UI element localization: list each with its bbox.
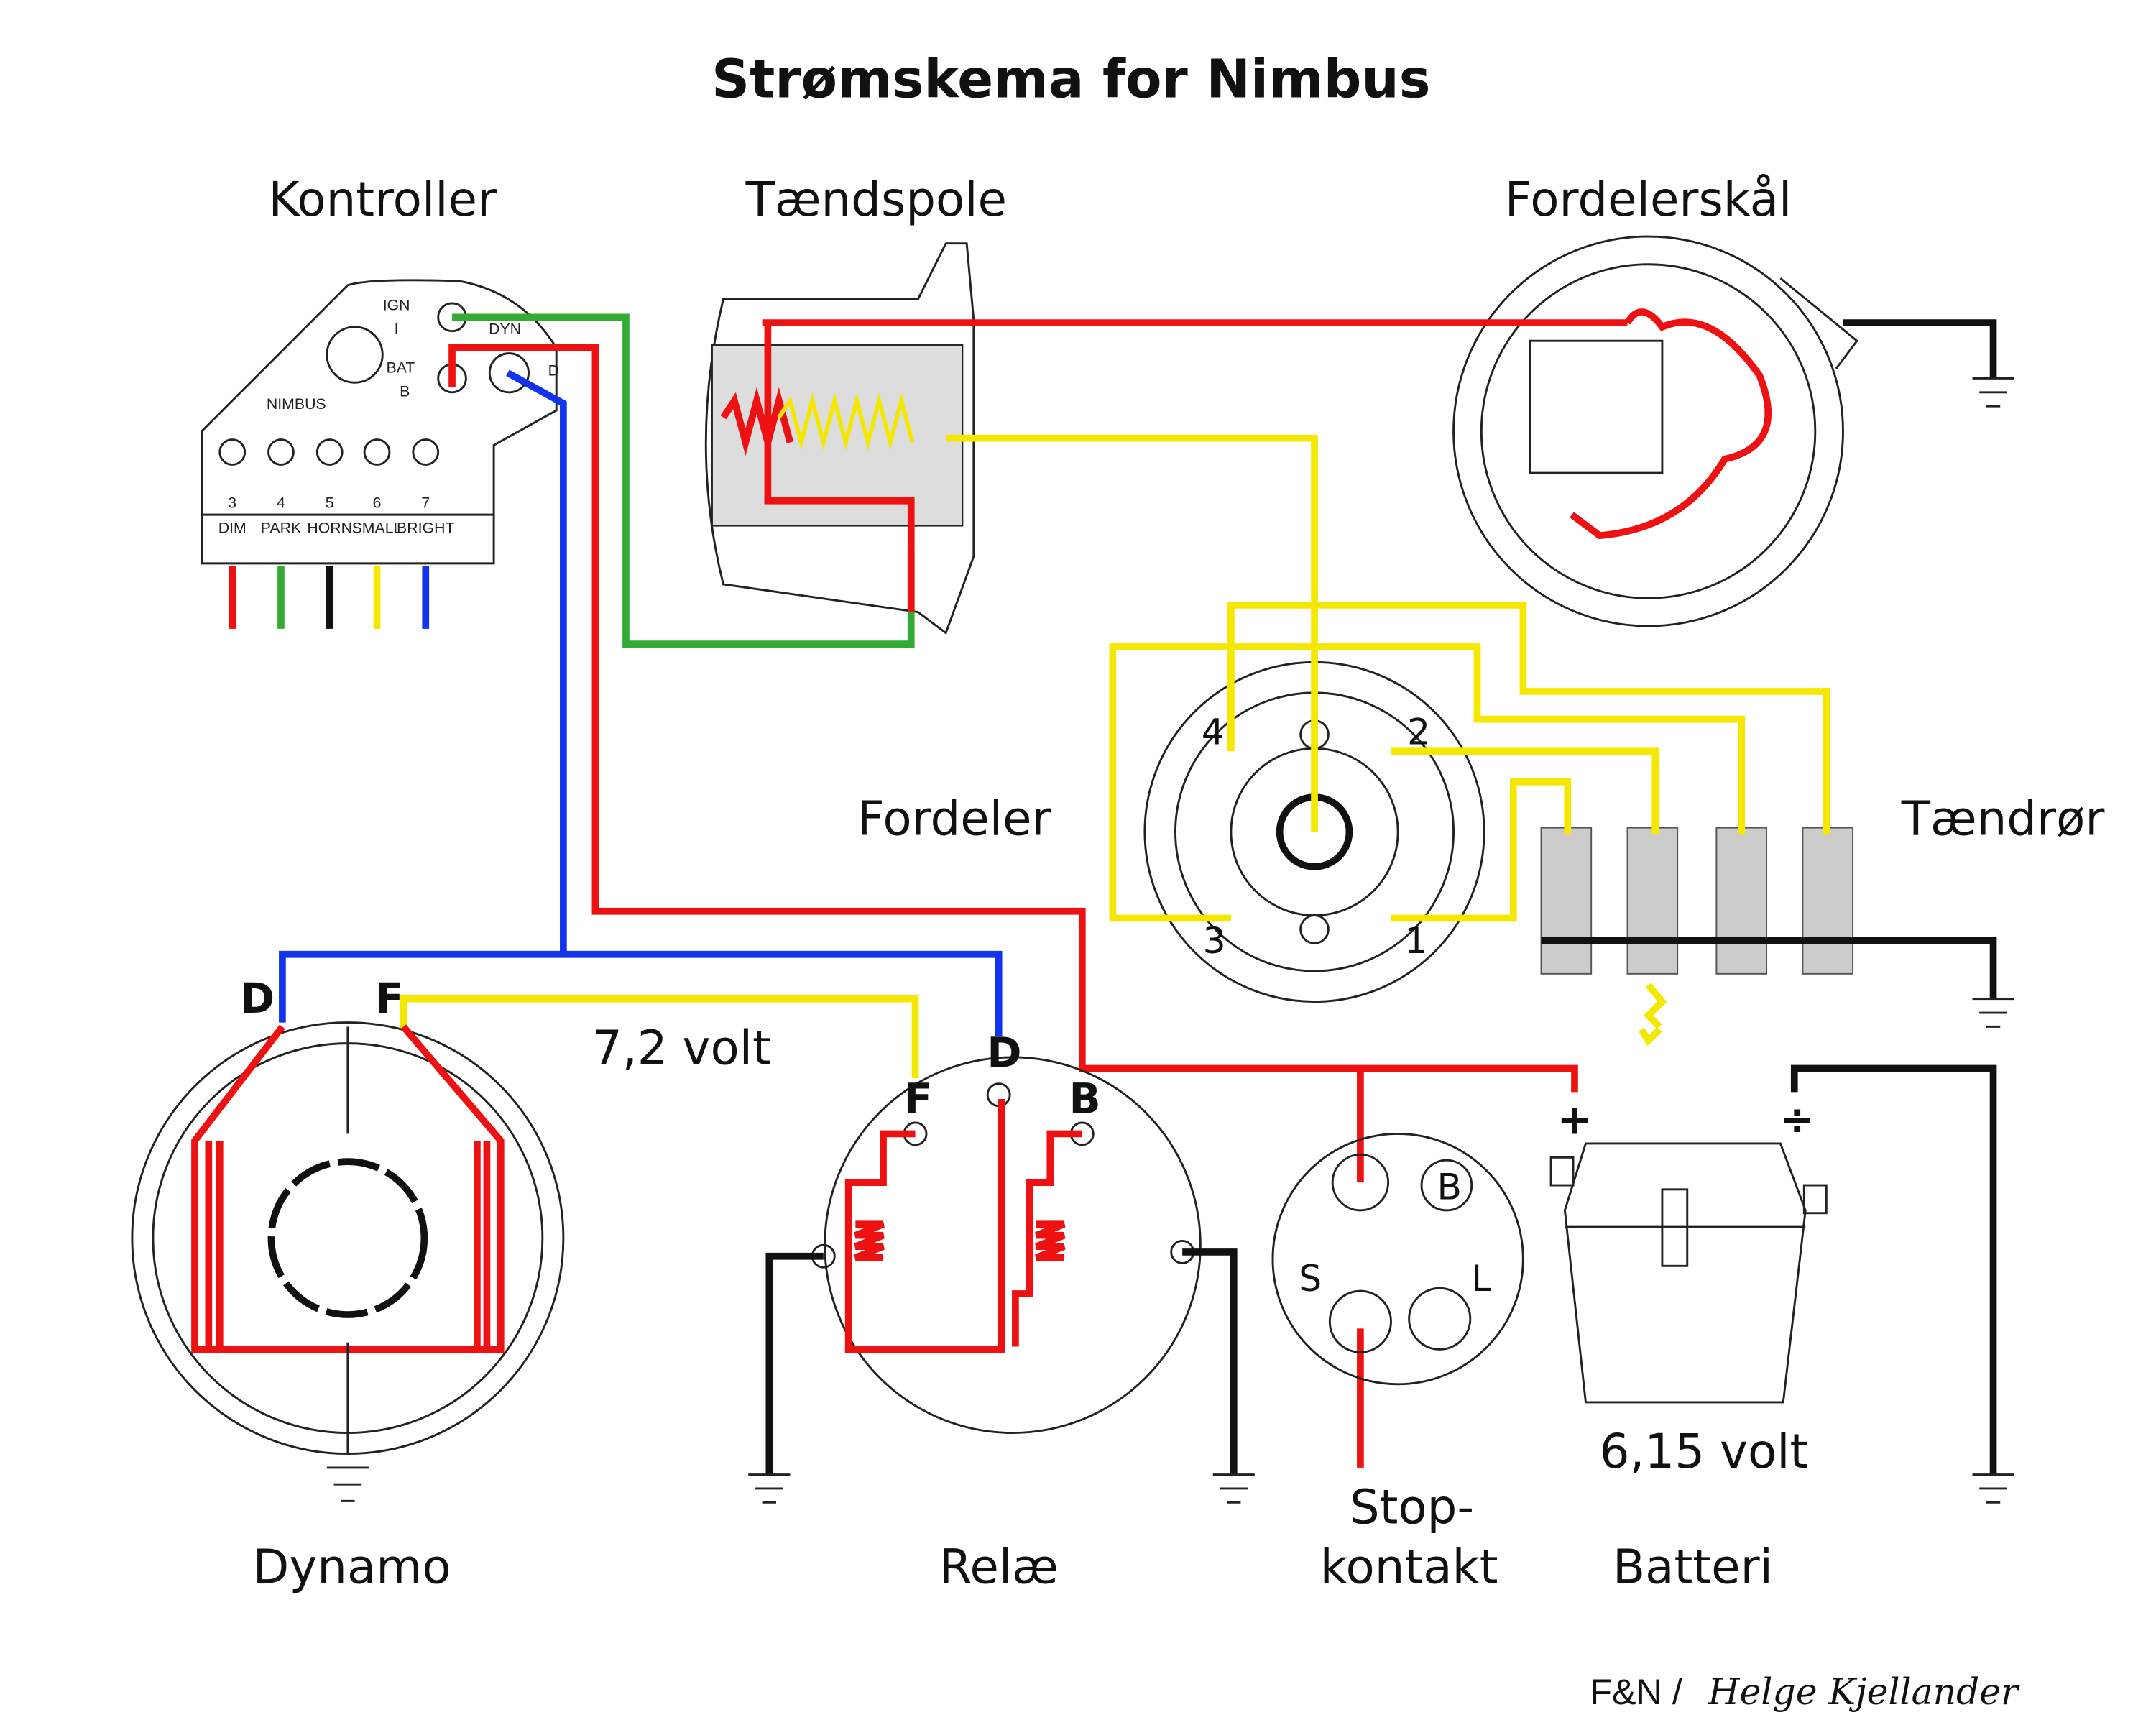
relae-terminal-d: D (987, 1029, 1021, 1077)
ign-label: IGN (383, 297, 410, 314)
fordelerskaal (1452, 235, 2014, 627)
stop-terminal-s: S (1299, 1257, 1322, 1300)
green-wire-ign (452, 313, 915, 648)
batteri-label: Batteri (1613, 1540, 1773, 1595)
ign-short-label: I (395, 321, 399, 338)
credit-author: Helge Kjellander (1708, 1670, 2020, 1713)
nimbus-brand: NIMBUS (267, 395, 326, 413)
dynamo: D F (131, 974, 565, 1502)
terminal-name: HORN (307, 519, 352, 536)
terminal-number: 4 (277, 494, 285, 511)
stopkontakt-label-line1: Stop- (1350, 1479, 1474, 1535)
terminal-name: BRIGHT (397, 519, 454, 536)
relae-label: Relæ (939, 1540, 1059, 1595)
fordeler-number-1: 1 (1404, 919, 1427, 962)
bat-label: BAT (387, 359, 415, 377)
dynamo-terminal-f: F (375, 974, 404, 1023)
terminal-number: 7 (421, 494, 430, 511)
terminal-name: PARK (261, 519, 301, 536)
dyn-short-label: D (548, 362, 559, 380)
fordeler: 4 2 3 1 (1143, 661, 1485, 1003)
relae-terminal-b: B (1069, 1074, 1101, 1123)
red-wire-bat (448, 344, 1578, 1092)
stop-terminal-l: L (1471, 1257, 1491, 1300)
battery-voltage: 6,15 volt (1600, 1424, 1809, 1479)
dynamo-label: Dynamo (253, 1540, 451, 1595)
kontroller: IGN I BAT B DYN D NIMBUS 3 4 5 6 7 DIM P… (201, 279, 559, 629)
stopkontakt: B S L (1271, 1132, 1524, 1386)
kontroller-terminals (218, 438, 440, 466)
dynamo-voltage: 7,2 volt (592, 1021, 771, 1076)
kontroller-label: Kontroller (268, 172, 497, 227)
terminal-name: DIM (218, 519, 247, 536)
fordeler-label: Fordeler (857, 791, 1052, 846)
batteri: + ÷ (1549, 1064, 2014, 1504)
blue-wire-dyn (506, 369, 567, 954)
bat-short-label: B (400, 383, 410, 400)
taendroer (1540, 827, 2014, 1046)
terminal-name: SMALL (352, 519, 402, 536)
yellow-wire-f (400, 995, 919, 1078)
credit-org: F&N / (1590, 1671, 1682, 1712)
fordeler-number-4: 4 (1202, 710, 1225, 753)
taendspole (704, 242, 975, 635)
dynamo-terminal-d: D (240, 974, 275, 1023)
fordeler-number-2: 2 (1407, 710, 1430, 753)
terminal-number: 5 (326, 494, 334, 511)
fordeler-number-3: 3 (1203, 919, 1226, 962)
fordelerskaal-label: Fordelerskål (1505, 172, 1792, 227)
stopkontakt-label-line2: kontakt (1320, 1540, 1498, 1595)
taendroer-label: Tændrør (1901, 791, 2106, 846)
taendspole-label: Tændspole (745, 172, 1007, 227)
battery-plus: + (1557, 1095, 1593, 1144)
red-coil-wire (764, 323, 915, 612)
stop-terminal-b: B (1437, 1165, 1462, 1208)
blue-wire-d (279, 950, 1003, 1036)
dyn-label: DYN (489, 321, 521, 338)
terminal-number: 6 (373, 494, 382, 511)
terminal-number: 3 (228, 494, 236, 511)
diagram-title: Strømskema for Nimbus (711, 49, 1430, 110)
battery-minus: ÷ (1779, 1095, 1815, 1144)
relae-terminal-f: F (904, 1074, 933, 1123)
relae: F D B (748, 1029, 1255, 1504)
ht-leads (946, 434, 1830, 922)
